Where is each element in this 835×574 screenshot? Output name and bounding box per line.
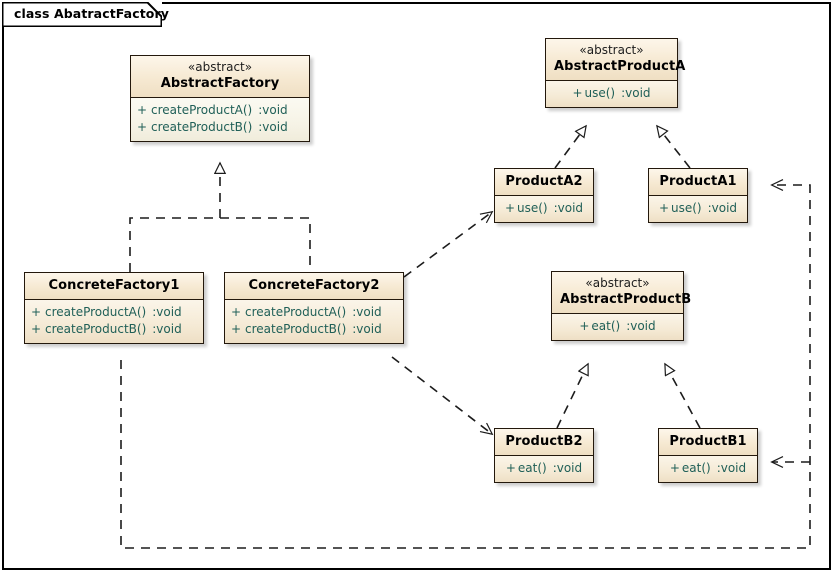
member-type: :void: [707, 201, 738, 215]
class-header-product-a2: ProductA2: [495, 169, 593, 196]
class-box-product-a2[interactable]: ProductA2 + use() :void: [494, 168, 594, 223]
class-name: ProductB1: [669, 434, 747, 449]
member-type: :void: [552, 461, 583, 475]
class-members-abstract-factory: + createProductA() :void + createProduct…: [131, 98, 309, 141]
member-type: :void: [621, 86, 651, 100]
class-header-abstract-factory: «abstract» AbstractFactory: [131, 56, 309, 98]
class-header-product-b2: ProductB2: [495, 429, 593, 456]
class-box-product-b2[interactable]: ProductB2 + eat() :void: [494, 428, 594, 483]
member-name: createProductA(): [151, 103, 253, 117]
class-box-product-b1[interactable]: ProductB1 + eat() :void: [658, 428, 758, 483]
member-visibility: +: [137, 120, 148, 134]
class-members-abstract-product-a: + use() :void: [546, 81, 677, 107]
member-visibility: +: [231, 305, 242, 319]
class-box-abstract-product-a[interactable]: «abstract» AbstractProductA + use() :voi…: [545, 38, 686, 108]
class-header-concrete-factory-2: ConcreteFactory2: [225, 273, 403, 300]
class-box-abstract-product-b[interactable]: «abstract» AbstractProductB + eat() :voi…: [551, 271, 692, 341]
member-name: createProductB(): [245, 322, 347, 336]
class-box-concrete-factory-2[interactable]: ConcreteFactory2 + createProductA() :voi…: [224, 272, 404, 344]
member-name: createProductB(): [151, 120, 253, 134]
class-member: + createProductA() :void: [25, 304, 203, 321]
member-type: :void: [352, 322, 382, 336]
class-box-abstract-factory[interactable]: «abstract» AbstractFactory + createProdu…: [130, 55, 310, 142]
member-name: use(): [584, 86, 616, 100]
class-name: AbstractFactory: [160, 76, 280, 91]
member-visibility: +: [669, 461, 680, 475]
class-member: + eat() :void: [659, 460, 757, 477]
class-members-product-a2: + use() :void: [495, 196, 593, 222]
class-stereotype: «abstract»: [579, 43, 644, 57]
member-type: :void: [352, 305, 382, 319]
class-member: + use() :void: [649, 200, 747, 217]
member-visibility: +: [504, 201, 516, 215]
class-header-concrete-factory-1: ConcreteFactory1: [25, 273, 203, 300]
member-name: use(): [516, 201, 548, 215]
class-box-product-a1[interactable]: ProductA1 + use() :void: [648, 168, 748, 223]
member-name: eat(): [591, 319, 621, 333]
member-type: :void: [553, 201, 584, 215]
class-member: + use() :void: [495, 200, 593, 217]
class-member: + use() :void: [546, 85, 677, 102]
class-members-concrete-factory-1: + createProductA() :void + createProduct…: [25, 300, 203, 343]
diagram-frame-tab[interactable]: class AbatractFactory: [2, 2, 169, 27]
member-visibility: +: [579, 319, 590, 333]
member-type: :void: [626, 319, 656, 333]
member-visibility: +: [31, 322, 42, 336]
member-type: :void: [716, 461, 747, 475]
diagram-title: class AbatractFactory: [14, 6, 170, 21]
class-members-product-a1: + use() :void: [649, 196, 747, 222]
member-type: :void: [152, 305, 182, 319]
class-members-abstract-product-b: + eat() :void: [552, 314, 683, 340]
member-name: createProductA(): [45, 305, 147, 319]
frame-tab-shape: [2, 2, 162, 27]
class-box-concrete-factory-1[interactable]: ConcreteFactory1 + createProductA() :voi…: [24, 272, 204, 344]
class-members-product-b2: + eat() :void: [495, 456, 593, 482]
class-member: + createProductA() :void: [225, 304, 403, 321]
class-member: + createProductA() :void: [131, 102, 309, 119]
class-stereotype: «abstract»: [187, 60, 253, 74]
member-name: createProductA(): [245, 305, 347, 319]
member-visibility: +: [137, 103, 148, 117]
class-header-abstract-product-b: «abstract» AbstractProductB: [552, 272, 692, 314]
class-member: + createProductB() :void: [25, 321, 203, 338]
class-name: AbstractProductB: [560, 292, 692, 307]
class-header-product-a1: ProductA1: [649, 169, 747, 196]
class-member: + eat() :void: [552, 318, 683, 335]
class-name: ProductA1: [659, 174, 737, 189]
member-name: use(): [670, 201, 702, 215]
member-type: :void: [258, 120, 288, 134]
member-visibility: +: [658, 201, 670, 215]
member-name: eat(): [517, 461, 547, 475]
class-name: ConcreteFactory1: [48, 278, 180, 293]
class-name: ConcreteFactory2: [248, 278, 380, 293]
member-visibility: +: [231, 322, 242, 336]
member-visibility: +: [572, 86, 583, 100]
member-type: :void: [152, 322, 182, 336]
class-name: ProductB2: [505, 434, 583, 449]
member-name: createProductB(): [45, 322, 147, 336]
member-name: eat(): [681, 461, 711, 475]
class-name: AbstractProductA: [554, 59, 686, 74]
class-stereotype: «abstract»: [585, 276, 650, 290]
class-header-product-b1: ProductB1: [659, 429, 757, 456]
class-member: + eat() :void: [495, 460, 593, 477]
class-member: + createProductB() :void: [131, 119, 309, 136]
class-name: ProductA2: [505, 174, 583, 189]
class-members-product-b1: + eat() :void: [659, 456, 757, 482]
member-visibility: +: [505, 461, 516, 475]
class-members-concrete-factory-2: + createProductA() :void + createProduct…: [225, 300, 403, 343]
class-member: + createProductB() :void: [225, 321, 403, 338]
member-type: :void: [258, 103, 288, 117]
member-visibility: +: [31, 305, 42, 319]
class-header-abstract-product-a: «abstract» AbstractProductA: [546, 39, 686, 81]
